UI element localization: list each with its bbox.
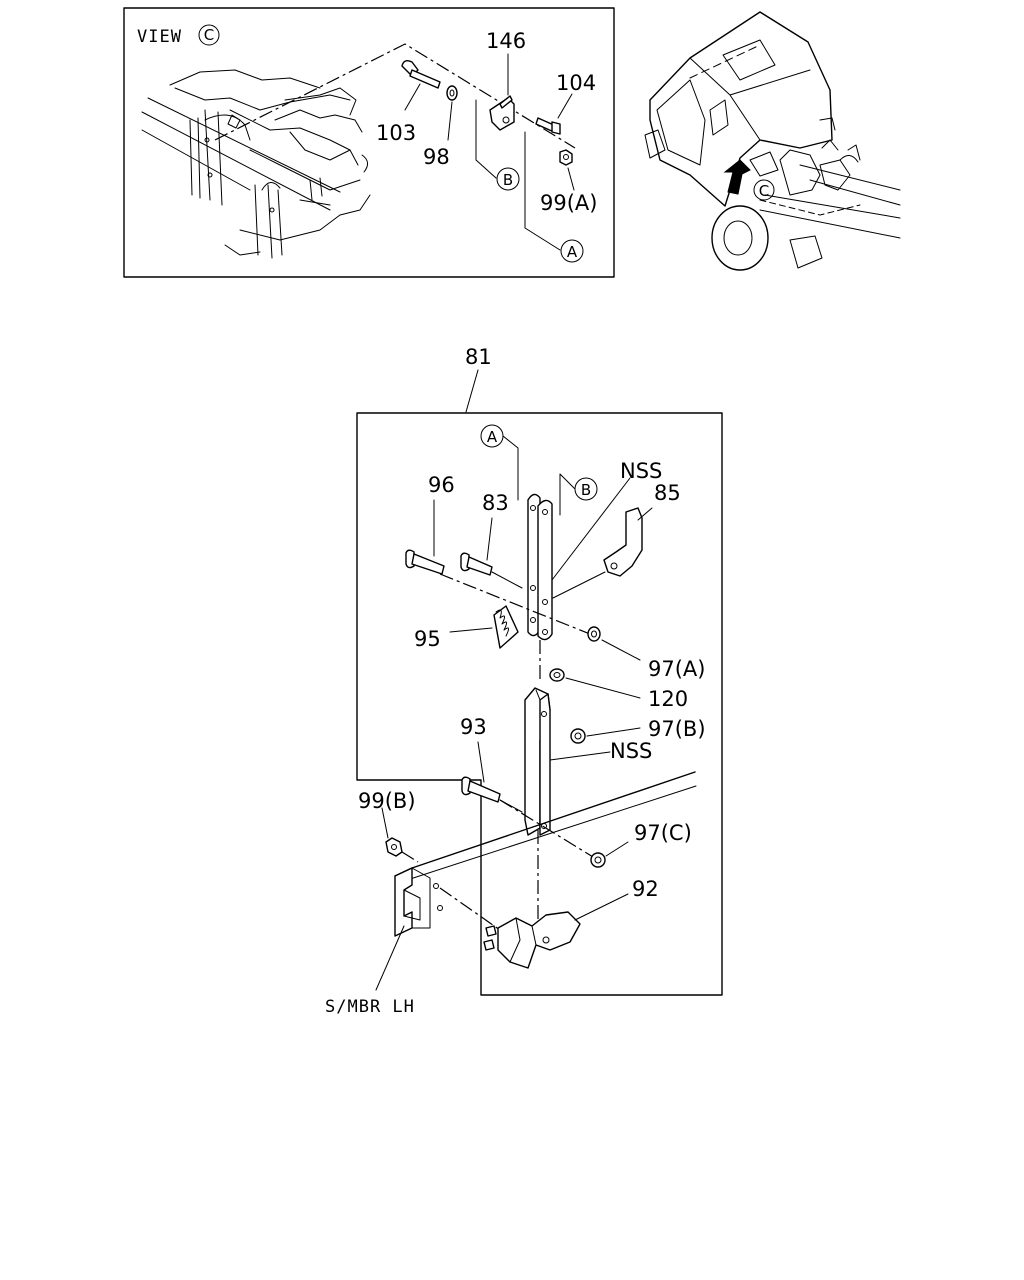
assembly-frame xyxy=(356,412,723,996)
label-97b: 97(B) xyxy=(648,717,706,741)
label-99a: 99(A) xyxy=(540,191,597,215)
label-95: 95 xyxy=(414,627,441,651)
view-arrow-icon xyxy=(723,159,751,195)
label-nss-top: NSS xyxy=(620,459,662,483)
truck-view-mark-letter: C xyxy=(759,182,769,200)
part-99a-nut: 99(A) xyxy=(540,149,597,215)
view-c-inset: VIEW C xyxy=(123,7,615,278)
truck-overview-sketch: C xyxy=(644,11,901,271)
inset-frame xyxy=(123,7,615,278)
part-97a-washer: 97(A) xyxy=(587,626,705,681)
svg-text:B: B xyxy=(503,171,513,189)
part-97b-washer: 97(B) xyxy=(570,717,706,744)
label-93: 93 xyxy=(460,715,487,739)
label-97c: 97(C) xyxy=(634,821,692,845)
label-83: 83 xyxy=(482,491,509,515)
part-97c-washer: 97(C) xyxy=(590,821,692,868)
part-85-bracket: 85 xyxy=(552,481,681,599)
label-smbr-lh: S/MBR LH xyxy=(325,997,415,1017)
part-104-bolt: 104 xyxy=(535,71,596,135)
svg-text:A: A xyxy=(487,428,498,446)
inset-frame-sketch xyxy=(141,69,371,259)
view-title: VIEW xyxy=(137,27,182,47)
lower-link-nss: NSS xyxy=(524,687,652,836)
part-83-bolt: 83 xyxy=(460,491,523,589)
inset-ref-b: B xyxy=(475,99,520,191)
label-96: 96 xyxy=(428,473,455,497)
part-98-washer: 98 xyxy=(423,85,458,169)
part-96-bolt: 96 xyxy=(405,473,455,575)
main-assembly: 81 A B NSS 8 xyxy=(325,345,723,1017)
svg-text:B: B xyxy=(581,481,591,499)
part-95-spring: 95 xyxy=(414,605,519,651)
label-99b: 99(B) xyxy=(358,789,416,813)
part-120-washer: 120 xyxy=(549,668,688,711)
truck-view-mark-circle xyxy=(753,179,775,201)
part-146-bracket: 146 xyxy=(486,29,526,131)
label-98: 98 xyxy=(423,145,450,169)
label-92: 92 xyxy=(632,877,659,901)
label-81: 81 xyxy=(465,345,492,369)
ref-a-callout: A xyxy=(480,424,519,501)
part-99b-nut: 99(B) xyxy=(358,789,419,863)
ref-b-callout: B xyxy=(559,473,598,516)
view-mark-circle xyxy=(198,24,220,46)
label-120: 120 xyxy=(648,687,688,711)
svg-text:A: A xyxy=(567,243,578,261)
view-mark-letter: C xyxy=(204,26,214,44)
label-97a: 97(A) xyxy=(648,657,705,681)
upper-link-nss: NSS xyxy=(527,459,662,641)
part-93-bolt: 93 xyxy=(460,715,523,813)
inset-ref-a: A xyxy=(524,131,584,263)
label-103: 103 xyxy=(376,121,416,145)
part-92-bracket: 92 xyxy=(483,877,659,969)
part-103-bolt: 103 xyxy=(376,59,441,145)
label-85: 85 xyxy=(654,481,681,505)
label-nss-bottom: NSS xyxy=(610,739,652,763)
label-146: 146 xyxy=(486,29,526,53)
side-member-lh: S/MBR LH xyxy=(325,771,697,1017)
label-104: 104 xyxy=(556,71,596,95)
